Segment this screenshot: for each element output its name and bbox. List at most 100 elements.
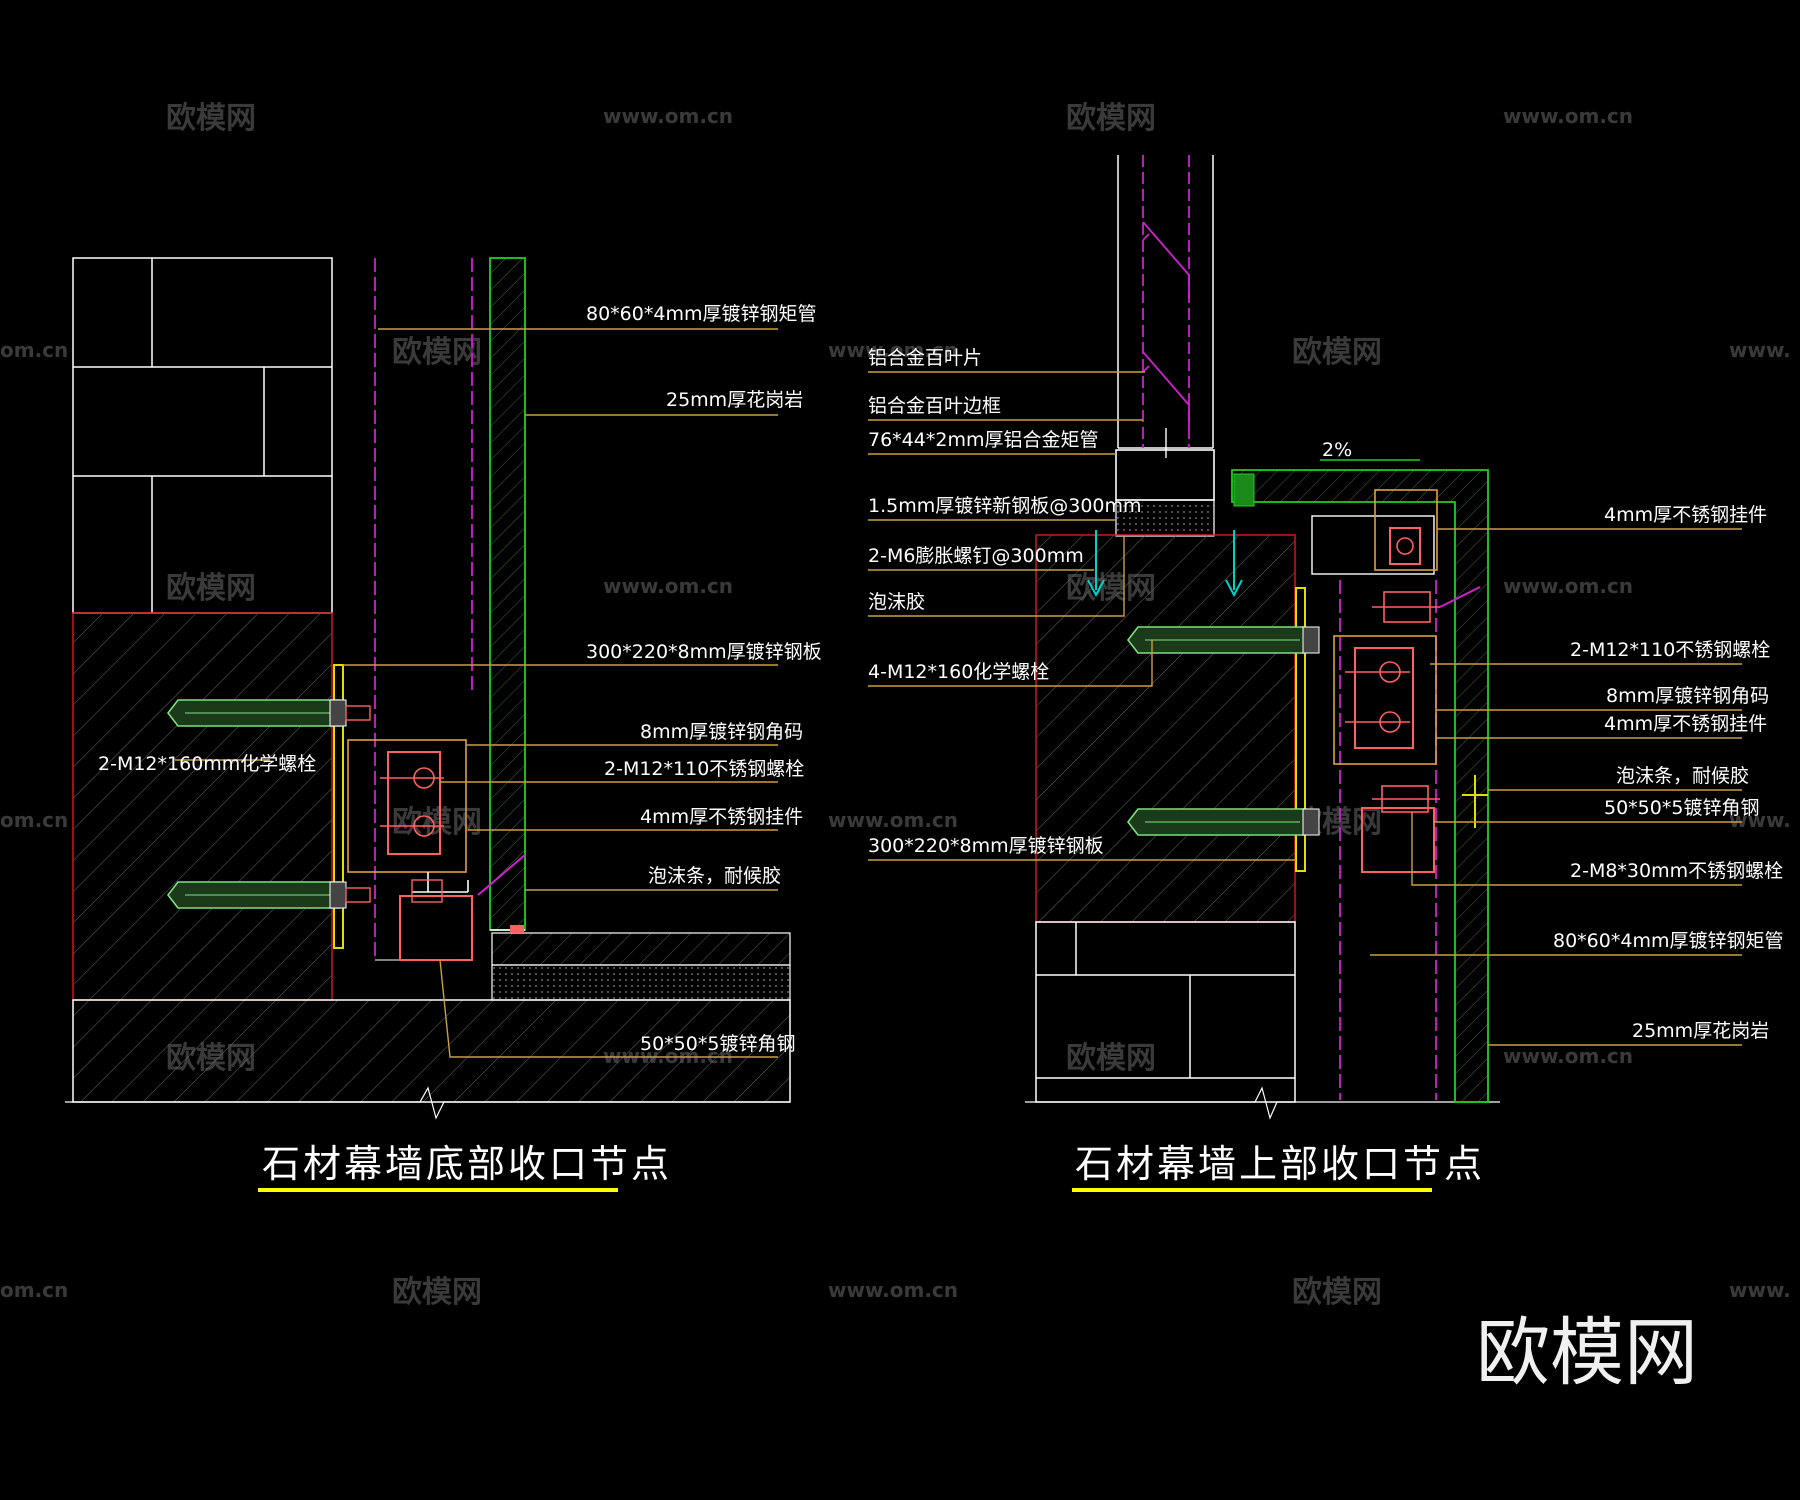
watermark-layer: 欧模网 www.om.cn 欧模网 www.om.cn om.cn 欧模网 ww… <box>0 101 1791 1310</box>
mid-hanger-upper <box>1372 591 1440 623</box>
label-steel-tube: 80*60*4mm厚镀锌钢矩管 <box>586 303 816 325</box>
top-bolt <box>1389 527 1421 565</box>
watermark-site: www.om.cn <box>603 104 733 128</box>
watermark-site: om.cn <box>0 808 68 832</box>
bolt-upper <box>1345 661 1410 683</box>
watermark-site: www.om.cn <box>828 338 958 362</box>
label-aluminum-tube: 76*44*2mm厚铝合金矩管 <box>868 429 1098 451</box>
label-foam-sealant: 泡沫条，耐候胶 <box>1616 765 1749 787</box>
left-detail-title: 石材幕墙底部收口节点 <box>262 1142 672 1186</box>
angle-bracket <box>347 739 467 873</box>
label-hanger-mid: 4mm厚不锈钢挂件 <box>1604 713 1767 735</box>
watermark-site: www.om.cn <box>1503 574 1633 598</box>
middle-bolt-holder <box>1354 647 1414 749</box>
watermark-brand: 欧模网 <box>392 805 482 840</box>
bolt-holder <box>387 751 441 855</box>
top-hanger <box>1374 489 1438 571</box>
watermark-brand: 欧模网 <box>1292 335 1382 370</box>
watermark-site: www. <box>1729 338 1791 362</box>
watermark-site: www.om.cn <box>828 808 958 832</box>
louver-blades <box>1142 155 1190 448</box>
top-bolt-head <box>1396 537 1414 555</box>
label-stainless-bolt: 2-M12*110不锈钢螺栓 <box>1570 639 1770 661</box>
right-detail-title: 石材幕墙上部收口节点 <box>1075 1142 1485 1186</box>
steel-plate <box>1295 587 1306 872</box>
watermark-site: www. <box>1729 1278 1791 1302</box>
watermark-site: www.om.cn <box>1503 104 1633 128</box>
steel-tube <box>374 258 473 960</box>
sealant <box>510 925 524 933</box>
watermark-brand: 欧模网 <box>392 1275 482 1310</box>
label-stainless-bolt: 2-M12*110不锈钢螺栓 <box>604 758 804 780</box>
foam-strip <box>477 854 526 896</box>
right-detail: 2% <box>868 155 1783 1192</box>
foam-layer <box>1115 499 1215 537</box>
chemical-anchor-lower <box>1126 808 1320 836</box>
sealant-joint <box>1462 775 1488 828</box>
label-granite: 25mm厚花岗岩 <box>1632 1020 1769 1042</box>
label-angle-code: 8mm厚镀锌钢角码 <box>1606 685 1769 707</box>
watermark-site: www.om.cn <box>1503 1044 1633 1068</box>
louver-frame <box>1117 155 1214 449</box>
break-line <box>65 1086 790 1120</box>
label-foam-sealant: 泡沫条，耐候胶 <box>648 865 781 887</box>
label-chemical-anchor: 4-M12*160化学螺栓 <box>868 661 1049 683</box>
leader-line <box>868 640 1153 687</box>
chemical-anchor-upper <box>1126 626 1320 654</box>
left-detail: 80*60*4mm厚镀锌钢矩管 25mm厚花岗岩 300*220*8mm厚镀锌钢… <box>65 257 822 1192</box>
watermark-site: om.cn <box>0 1278 68 1302</box>
leader-line <box>439 959 778 1058</box>
aluminum-tube <box>1115 449 1215 501</box>
label-angle-steel: 50*50*5镀锌角钢 <box>1604 797 1759 819</box>
floor-finish <box>491 932 791 966</box>
bottom-hanger <box>1372 785 1440 813</box>
leader-line <box>1411 812 1742 886</box>
hanger-bolt <box>411 879 443 903</box>
expansion-screw-right <box>1225 530 1243 598</box>
granite-coping <box>1231 469 1489 1103</box>
expansion-screw-left <box>1087 530 1105 598</box>
steel-plate <box>333 664 344 949</box>
watermark-site: www.om.cn <box>603 574 733 598</box>
watermark-brand: 欧模网 <box>166 101 256 136</box>
label-angle-steel: 50*50*5镀锌角钢 <box>640 1033 795 1055</box>
middle-bracket <box>1333 635 1437 765</box>
foam-strip <box>1439 586 1481 608</box>
chemical-anchor-lower <box>166 881 371 909</box>
watermark-brand: 欧模网 <box>392 335 482 370</box>
label-granite: 25mm厚花岗岩 <box>666 389 803 411</box>
slope-label: 2% <box>1322 439 1352 461</box>
leader-line <box>868 536 1125 617</box>
label-foam: 泡沫胶 <box>868 591 925 613</box>
watermark-brand: 欧模网 <box>1292 1275 1382 1310</box>
label-m8-bolt: 2-M8*30mm不锈钢螺栓 <box>1570 860 1783 882</box>
watermark-brand: 欧模网 <box>166 571 256 606</box>
watermark-brand: 欧模网 <box>1066 101 1156 136</box>
angle-steel <box>1361 807 1435 873</box>
label-angle-code: 8mm厚镀锌钢角码 <box>640 721 803 743</box>
granite-panel <box>489 257 526 931</box>
watermark-site: www.om.cn <box>828 1278 958 1302</box>
label-chemical-anchor: 2-M12*160mm化学螺栓 <box>98 753 316 775</box>
angle-steel <box>399 895 473 961</box>
label-steel-tube: 80*60*4mm厚镀锌钢矩管 <box>1553 930 1783 952</box>
masonry-wall <box>72 257 333 614</box>
concrete-beam <box>1035 534 1296 923</box>
brand-logo: 欧模网 <box>1476 1310 1698 1396</box>
break-line <box>1025 1086 1500 1120</box>
label-hanger: 4mm厚不锈钢挂件 <box>640 806 803 828</box>
bolt-lower <box>380 815 444 837</box>
label-expansion-screw: 2-M6膨胀螺钉@300mm <box>868 545 1084 567</box>
floor-slab <box>72 999 791 1103</box>
watermark-site: om.cn <box>0 338 68 362</box>
bolt-lower <box>1345 711 1410 733</box>
coping-sealant <box>1233 473 1255 507</box>
watermark-brand: 欧模网 <box>1066 1041 1156 1076</box>
chemical-anchor-upper <box>166 699 371 727</box>
top-angle-box <box>1311 515 1435 575</box>
label-louver-frame: 铝合金百叶边框 <box>868 395 1001 417</box>
label-steel-plate: 300*220*8mm厚镀锌钢板 <box>868 835 1104 857</box>
label-steel-plate: 300*220*8mm厚镀锌钢板 <box>586 641 822 663</box>
label-louver-blade: 铝合金百叶片 <box>868 347 982 369</box>
